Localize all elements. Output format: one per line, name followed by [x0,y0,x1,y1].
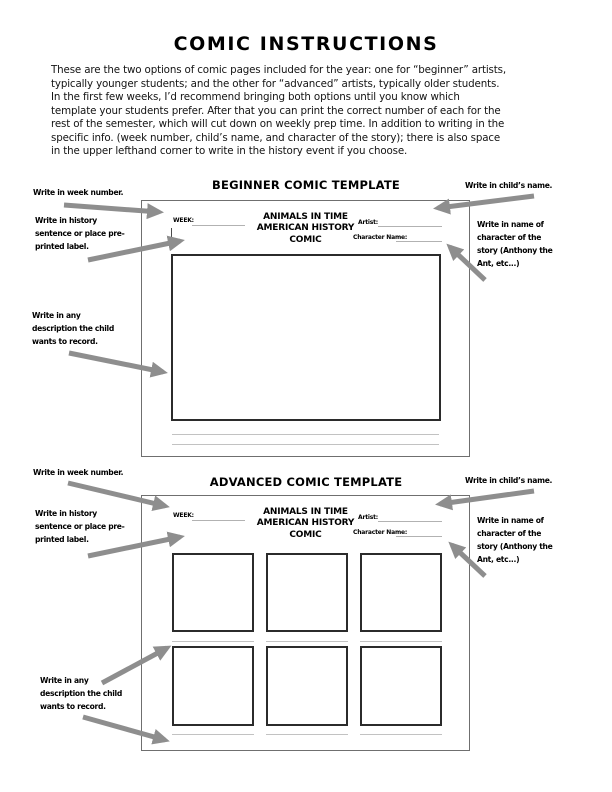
caption-line [266,641,348,642]
character-name-label: Character Name: [353,529,408,536]
comic-panel [266,553,348,632]
artist-write-line [378,521,442,522]
comic-panel [266,646,348,726]
caption-line [360,641,442,642]
note-history: Write in history sentence or place pre- … [35,509,125,544]
note-childs-name: Write in child’s name. [465,476,553,485]
week-label: WEEK: [173,512,194,519]
intro-paragraph: These are the two options of comic pages… [51,64,506,157]
note-description: Write in any description the child wants… [32,311,114,346]
caption-line [360,734,442,735]
character-write-line [396,241,442,242]
comic-panel [172,646,254,726]
note-history: Write in history sentence or place pre- … [35,216,125,251]
caption-line [266,734,348,735]
comic-title-line1: ANIMALS IN TIME [263,212,348,222]
artist-label: Artist: [358,219,378,226]
history-tick-mark [171,228,172,241]
caption-line [172,444,439,445]
advanced-template-box: WEEK: ANIMALS IN TIME AMERICAN HISTORY C… [141,495,470,751]
beginner-template-box: WEEK: ANIMALS IN TIME AMERICAN HISTORY C… [141,200,470,457]
comic-title: ANIMALS IN TIME AMERICAN HISTORY COMIC [142,507,469,541]
caption-line [172,734,254,735]
comic-panel [360,553,442,632]
character-name-label: Character Name: [353,234,408,241]
beginner-section-heading: BEGINNER COMIC TEMPLATE [212,178,400,192]
comic-panel [172,553,254,632]
week-write-line [192,520,245,521]
artist-label: Artist: [358,514,378,521]
note-childs-name: Write in child’s name. [465,181,553,190]
comic-title-line3: COMIC [289,529,322,540]
week-label: WEEK: [173,217,194,224]
caption-line [172,641,254,642]
note-character: Write in name of character of the story … [477,220,553,268]
comic-title-line3: COMIC [289,234,322,245]
note-week-number: Write in week number. [33,188,124,197]
beginner-drawing-panel [171,254,441,421]
note-description: Write in any description the child wants… [40,676,122,711]
caption-line [172,434,439,435]
artist-write-line [378,226,442,227]
comic-title: ANIMALS IN TIME AMERICAN HISTORY COMIC [142,212,469,246]
note-character: Write in name of character of the story … [477,516,553,564]
comic-title-line1: ANIMALS IN TIME [263,507,348,517]
note-week-number: Write in week number. [33,468,124,477]
character-write-line [396,536,442,537]
comic-panel [360,646,442,726]
page-title: COMIC INSTRUCTIONS [173,33,439,55]
advanced-section-heading: ADVANCED COMIC TEMPLATE [209,475,403,489]
comic-title-line2: AMERICAN HISTORY [256,223,355,234]
week-write-line [192,225,245,226]
comic-title-line2: AMERICAN HISTORY [256,518,355,529]
